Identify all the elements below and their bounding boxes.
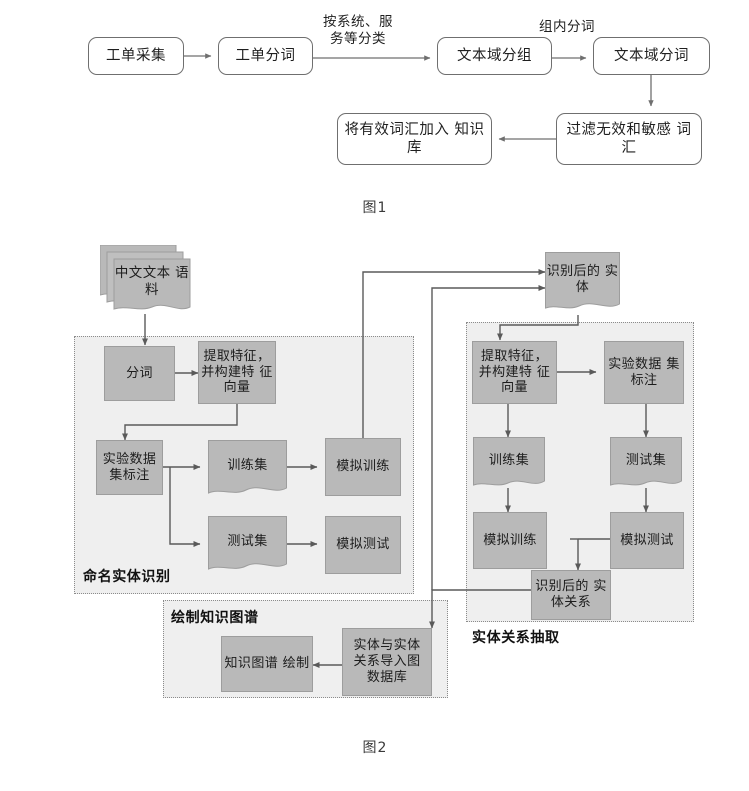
fig2-kg-drawing: 知识图谱 绘制 [221,636,313,692]
panel-label-ner: 命名实体识别 [83,569,171,585]
fig2-source-corpus: 中文文本 语料 [100,245,196,317]
fig1-edge-label-group-seg: 组内分词 [539,19,595,35]
panel-label-relation: 实体关系抽取 [472,630,560,646]
fig2-ner-simulated-test: 模拟测试 [325,516,401,574]
fig2-ner-segmentation: 分词 [104,346,175,401]
fig2-rel-test-set: 测试集 [610,437,682,492]
fig1-node-gongdanfenci: 工单分词 [218,37,313,75]
fig2-rel-test-set-label: 测试集 [625,452,667,468]
fig1-node-gongdancaiji: 工单采集 [88,37,184,75]
fig2-ner-simulated-training: 模拟训练 [325,438,401,496]
fig2-ner-test-set-label: 测试集 [227,534,268,550]
fig2-recognized-entity-relation: 识别后的 实体关系 [531,570,611,620]
figure1-caption: 图1 [362,200,388,216]
fig2-ner-training-set: 训练集 [208,440,287,500]
fig2-rel-simulated-training: 模拟训练 [473,512,547,569]
figure2-caption: 图2 [362,740,388,756]
fig2-source-corpus-label: 中文文本 语料 [114,265,190,298]
fig2-recognized-entity-label: 识别后的 实体 [546,264,619,295]
fig2-rel-feature-extraction: 提取特征， 并构建特 征向量 [472,341,557,404]
fig2-rel-dataset-annotation: 实验数据 集标注 [604,341,684,404]
fig2-recognized-entity: 识别后的 实体 [545,252,620,316]
panel-label-kg: 绘制知识图谱 [171,610,259,626]
fig2-rel-training-set: 训练集 [473,437,545,492]
fig2-ner-test-set: 测试集 [208,516,287,576]
fig1-node-wenbenyufenci: 文本域分词 [593,37,710,75]
fig1-node-guoluwuxiao: 过滤无效和敏感 词汇 [556,113,702,165]
fig2-ner-feature-extraction: 提取特征， 并构建特 征向量 [198,341,276,404]
fig2-ner-dataset-annotation: 实验数据 集标注 [96,440,163,495]
fig1-node-jiarutzhishiku: 将有效词汇加入 知识库 [337,113,492,165]
fig2-kg-import-graph-db: 实体与实体 关系导入图 数据库 [342,628,432,696]
fig1-node-wenbenyufenzu: 文本域分组 [437,37,552,75]
fig2-ner-training-set-label: 训练集 [227,458,268,474]
fig1-edge-label-classify: 按系统、服 务等分类 [323,14,393,47]
fig2-rel-training-set-label: 训练集 [488,452,530,468]
fig2-rel-simulated-test: 模拟测试 [610,512,684,569]
